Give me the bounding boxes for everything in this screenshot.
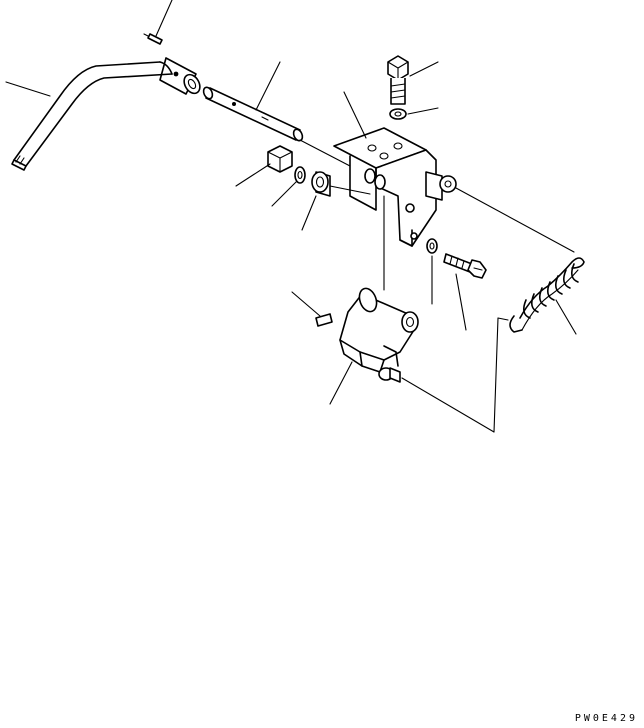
washer-left [294,166,306,184]
drawing-code: PW0E429 [574,713,638,724]
shaft [202,86,304,142]
mounting-bracket [333,127,457,247]
leader-lines [5,0,577,405]
cotter-pin-top [143,33,163,45]
rod-clevis [159,57,201,95]
hex-bolt-right [443,253,487,279]
hex-nut [267,145,293,173]
lower-pin [315,313,333,327]
hex-bolt-top [387,55,409,105]
assembly-lines [299,139,575,433]
bent-lever-rod [11,61,173,171]
bushing [311,171,331,197]
washer-top [389,108,407,120]
lower-lever-arm [339,287,419,383]
washer-right [426,238,438,254]
tension-spring [509,257,585,333]
